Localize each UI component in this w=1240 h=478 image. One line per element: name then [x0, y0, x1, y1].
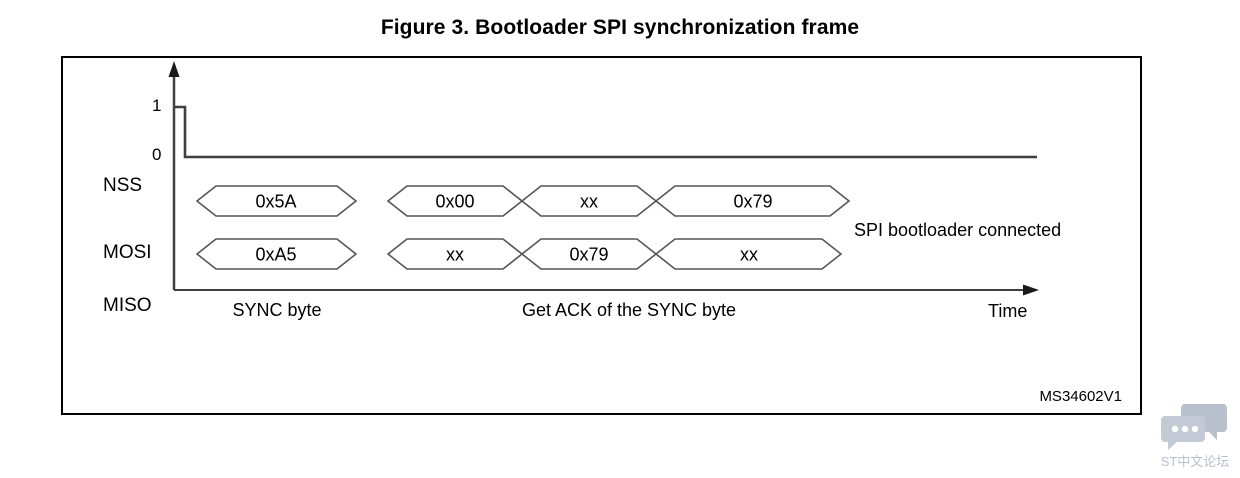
- mosi-byte-value-0: 0x5A: [255, 191, 297, 212]
- figure-frame: NSS MOSI MISO 1 0 0x5A 0x00 xx 0x79 0xA5…: [61, 56, 1142, 415]
- miso-byte-value-1: xx: [446, 244, 464, 265]
- vertical-axis: [168, 61, 180, 290]
- level-label-high: 1: [152, 96, 162, 115]
- caption-sync-byte: SYNC byte: [232, 300, 322, 320]
- watermark-label: ST中文论坛: [1160, 454, 1230, 469]
- figure-title: Figure 3. Bootloader SPI synchronization…: [380, 16, 860, 39]
- miso-byte-cell-0: [195, 238, 358, 270]
- signal-label-mosi: MOSI: [103, 242, 152, 263]
- time-axis: [174, 284, 1039, 296]
- mosi-byte-value-1: 0x00: [435, 191, 475, 212]
- watermark: ST中文论坛: [1155, 404, 1235, 474]
- timing-diagram: [168, 61, 1039, 296]
- annotation-spi-bootloader-connected: SPI bootloader connected: [854, 220, 1062, 240]
- level-label-low: 0: [152, 145, 162, 164]
- mosi-byte-chain: [386, 185, 851, 217]
- speech-bubbles-icon: [1161, 404, 1227, 450]
- signal-label-miso: MISO: [103, 295, 152, 316]
- mosi-byte-value-3: 0x79: [733, 191, 773, 212]
- miso-byte-value-3: xx: [740, 244, 758, 265]
- miso-byte-chain: [386, 238, 843, 270]
- caption-get-ack: Get ACK of the SYNC byte: [521, 300, 737, 320]
- signal-label-nss: NSS: [103, 175, 143, 196]
- mosi-byte-value-2: xx: [580, 191, 598, 212]
- nss-waveform: [174, 105, 1037, 159]
- document-id: MS34602V1: [1039, 388, 1122, 405]
- miso-byte-value-0: 0xA5: [255, 244, 297, 265]
- miso-byte-value-2: 0x79: [569, 244, 609, 265]
- time-axis-label: Time: [988, 301, 1028, 321]
- mosi-byte-cell-0: [195, 185, 358, 217]
